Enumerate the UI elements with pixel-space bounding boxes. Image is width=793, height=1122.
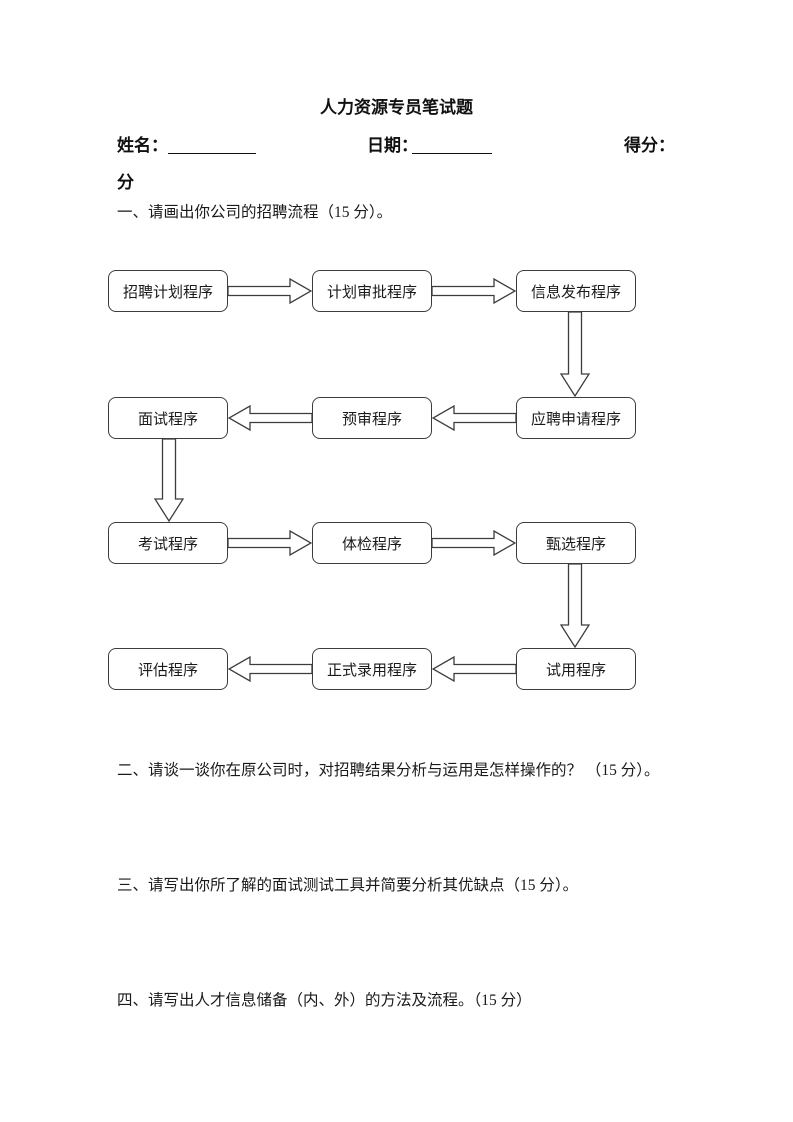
score-label: 得分： xyxy=(624,136,675,155)
flowchart-box-selection: 甄选程序 xyxy=(516,522,636,564)
date-label: 日期： xyxy=(367,136,418,155)
flow-arrow-right-icon xyxy=(432,530,516,556)
flowchart-box-application: 应聘申请程序 xyxy=(516,397,636,439)
question-2: 二、请谈一谈你在原公司时，对招聘结果分析与运用是怎样操作的？ （15 分）。 xyxy=(117,762,660,779)
date-blank-line xyxy=(412,132,492,154)
flowchart-box-plan-approval: 计划审批程序 xyxy=(312,270,432,312)
flowchart-box-interview: 面试程序 xyxy=(108,397,228,439)
flow-arrow-left-icon xyxy=(432,405,516,431)
flow-arrow-right-icon xyxy=(228,278,312,304)
flowchart-box-physical-exam: 体检程序 xyxy=(312,522,432,564)
name-blank-line xyxy=(168,132,256,154)
flow-arrow-right-icon xyxy=(432,278,516,304)
flowchart-box-exam: 考试程序 xyxy=(108,522,228,564)
flow-arrow-left-icon xyxy=(432,656,516,682)
flowchart-box-evaluation: 评估程序 xyxy=(108,648,228,690)
flow-arrow-down-icon xyxy=(560,564,590,648)
flow-arrow-down-icon xyxy=(560,312,590,397)
flow-arrow-right-icon xyxy=(228,530,312,556)
name-label: 姓名： xyxy=(117,136,168,155)
flowchart-box-info-release: 信息发布程序 xyxy=(516,270,636,312)
flow-arrow-left-icon xyxy=(228,405,312,431)
question-3: 三、请写出你所了解的面试测试工具并简要分析其优缺点（15 分）。 xyxy=(117,877,579,894)
page-title: 人力资源专员笔试题 xyxy=(320,98,473,117)
question-4: 四、请写出人才信息储备（内、外）的方法及流程。（15 分） xyxy=(117,992,532,1009)
flow-arrow-left-icon xyxy=(228,656,312,682)
flowchart-box-recruit-plan: 招聘计划程序 xyxy=(108,270,228,312)
question-1: 一、请画出你公司的招聘流程（15 分）。 xyxy=(117,204,393,221)
flow-arrow-down-icon xyxy=(154,439,184,522)
flowchart-box-formal-hiring: 正式录用程序 xyxy=(312,648,432,690)
score-wrapped-suffix: 分 xyxy=(117,173,134,192)
flowchart-box-probation: 试用程序 xyxy=(516,648,636,690)
flowchart-box-pre-screening: 预审程序 xyxy=(312,397,432,439)
